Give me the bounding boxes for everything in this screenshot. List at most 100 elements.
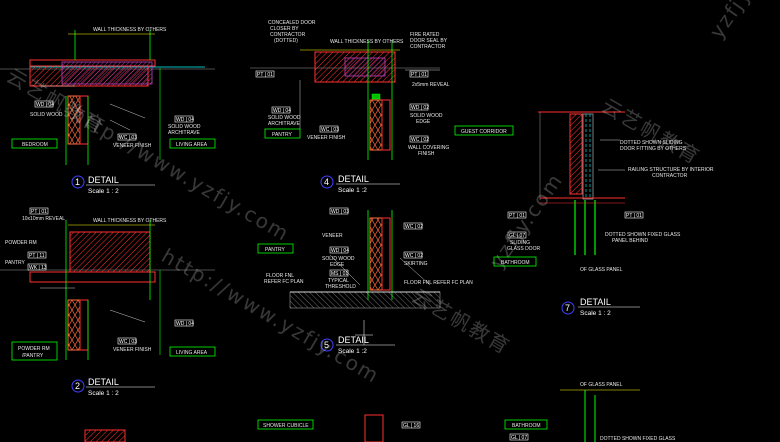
svg-text:WK | 13: WK | 13 [29, 265, 47, 271]
tag-pt01-2: PT | 01 [29, 207, 49, 215]
svg-text:WD | 04: WD | 04 [36, 102, 54, 108]
svg-text:WC | 02: WC | 02 [405, 253, 423, 259]
svg-text:PT | 01: PT | 01 [509, 213, 525, 219]
tag-wd04-5: WD | 04 [329, 246, 349, 254]
svg-text:DETAIL: DETAIL [88, 377, 119, 387]
tag-pt01-7b: PT | 01 [624, 211, 644, 219]
architrave-note-4: ARCHITRAVE [268, 121, 301, 127]
svg-text:Scale 1 : 2: Scale 1 : 2 [580, 310, 611, 317]
svg-text:WD | 03: WD | 03 [331, 209, 349, 215]
of-glass-panel-note: OF GLASS PANEL [580, 267, 623, 273]
tag-pt11: PT | 11 [27, 251, 47, 259]
svg-text:WC | 03: WC | 03 [321, 127, 339, 133]
tag-wc02-5a: WC | 02 [403, 222, 423, 230]
floor-fnl-note-2: FLOOR FNL REFER FC PLAN [404, 280, 473, 286]
watermark-text-2: 云艺帆教育 [598, 94, 705, 170]
floor-fnl-note: FLOOR FNL [266, 273, 294, 279]
veneer-note-5: VENEER [322, 233, 343, 239]
room-pantry-2: PANTRY [257, 243, 294, 254]
watermark-text-5: 云艺帆教育 [408, 284, 515, 360]
room-pantry-1: PANTRY [264, 128, 301, 139]
dotted-note: (DOTTED) [274, 38, 298, 44]
tag-wc03-2: WC | 03 [117, 337, 137, 345]
svg-text:WD | 04: WD | 04 [273, 108, 291, 114]
svg-text:WD | 04: WD | 04 [176, 321, 194, 327]
svg-text:LIVING AREA: LIVING AREA [176, 350, 208, 356]
glass-door-note: GLASS DOOR [507, 246, 540, 252]
tag-pt01-7a: PT | 01 [507, 211, 527, 219]
svg-text:4: 4 [324, 177, 329, 187]
tag-wd04-1b: WD | 04 [174, 115, 194, 123]
detail-7-title: 7 DETAIL Scale 1 : 2 [561, 297, 640, 317]
railing-note-2: CONTRACTOR [652, 173, 688, 179]
svg-text:BATHROOM: BATHROOM [501, 260, 530, 266]
room-living-area-2: LIVING AREA [169, 346, 216, 357]
of-glass-panel-note-bottom: OF GLASS PANEL [580, 382, 623, 388]
tag-wd04-2: WD | 04 [174, 319, 194, 327]
svg-text:WD | 02: WD | 02 [411, 105, 429, 111]
pantry-note-wk: PANTRY [5, 260, 25, 266]
dotted-sliding-note-1: DOTTED SHOWN SLIDING [620, 140, 683, 146]
fire-rated-note-2: DOOR SEAL BY [410, 38, 448, 44]
svg-text:WC | 03: WC | 03 [119, 135, 137, 141]
tag-ms01: MS | 01 [329, 269, 348, 277]
detail-1-title: 1 DETAIL Scale 1 : 2 [71, 175, 155, 195]
svg-text:PANTRY: PANTRY [265, 247, 285, 253]
tag-pt01-4b: PT | 01 [409, 70, 429, 78]
detail-5-drawing [289, 210, 441, 345]
finish-note: FINISH [418, 151, 435, 157]
svg-text:Scale 1 :2: Scale 1 :2 [338, 187, 367, 194]
reveal-5mm-note: 2x5mm REVEAL [412, 82, 450, 88]
svg-text:MS | 01: MS | 01 [331, 271, 348, 277]
tag-gl16: GL | 16 [401, 421, 421, 429]
threshold-note: THRESHOLD [325, 284, 356, 290]
veneer-finish-note-1: VENEER FINISH [113, 143, 152, 149]
veneer-finish-note-2: VENEER FINISH [113, 347, 152, 353]
typical-note: TYPICAL [328, 278, 349, 284]
svg-text:PT | 11: PT | 11 [29, 253, 45, 259]
contractor-note: CONTRACTOR [270, 32, 306, 38]
powder-rm-note: POWDER RM [5, 240, 37, 246]
fire-rated-note-3: CONTRACTOR [410, 44, 446, 50]
bottom-detail-drawing [84, 389, 640, 442]
watermark-text-4: http://www.yzfjy.com [158, 244, 385, 389]
wall-thickness-note-4: WALL THICKNESS BY OTHERS [330, 39, 404, 45]
architrave-note-1: ARCHITRAVE [168, 130, 201, 136]
svg-text:DETAIL: DETAIL [338, 335, 369, 345]
svg-text:GL | 07: GL | 07 [509, 233, 525, 239]
wall-covering-note: WALL COVERING [408, 145, 449, 151]
dotted-fixed-glass-note-1: DOTTED SHOWN FIXED GLASS [605, 232, 681, 238]
tag-wc03-1: WC | 03 [117, 133, 137, 141]
svg-text:7: 7 [565, 303, 570, 313]
svg-text:PT | 01: PT | 01 [257, 72, 273, 78]
railing-note-1: RAILING STRUCTURE BY INTERIOR [628, 167, 714, 173]
svg-text:BATHROOM: BATHROOM [512, 423, 541, 429]
tag-wd02-4: WD | 02 [409, 103, 429, 111]
solid-wood-edge-note-4: SOLID WOOD [410, 113, 443, 119]
svg-text:WC | 03: WC | 03 [119, 339, 137, 345]
tag-wd04-4: WD | 04 [271, 106, 291, 114]
svg-text:2: 2 [75, 381, 80, 391]
room-living-area: LIVING AREA [169, 138, 216, 149]
refer-fc-plan-note: REFER FC PLAN [264, 279, 304, 285]
svg-text:PT | 01: PT | 01 [626, 213, 642, 219]
tag-wk13: WK | 13 [27, 263, 47, 271]
tag-wc02-5b: WC | 02 [403, 251, 423, 259]
edge-note-4: EDGE [416, 119, 431, 125]
svg-text:PT | 01: PT | 01 [31, 209, 47, 215]
svg-text:WD | 04: WD | 04 [176, 117, 194, 123]
svg-text:SHOWER CUBICLE: SHOWER CUBICLE [263, 423, 309, 429]
tag-wc02-4: WC | 02 [409, 135, 429, 143]
svg-text:WC | 02: WC | 02 [411, 137, 429, 143]
skirting-note: SKIRTING [404, 261, 428, 267]
solid-wood-edge-note-5: SOLID WOOD [322, 256, 355, 262]
room-bedroom: BEDROOM [11, 138, 58, 149]
svg-text:Scale 1 :2: Scale 1 :2 [338, 348, 367, 355]
detail-2-title: 2 DETAIL Scale 1 : 2 [71, 377, 155, 397]
solid-wood-note-1: SOLID WOOD [168, 124, 201, 130]
svg-text:WC | 02: WC | 02 [405, 224, 423, 230]
detail-1-drawing [0, 30, 215, 165]
edge-note-5: EDGE [330, 262, 345, 268]
svg-text:GL | 16: GL | 16 [403, 423, 419, 429]
